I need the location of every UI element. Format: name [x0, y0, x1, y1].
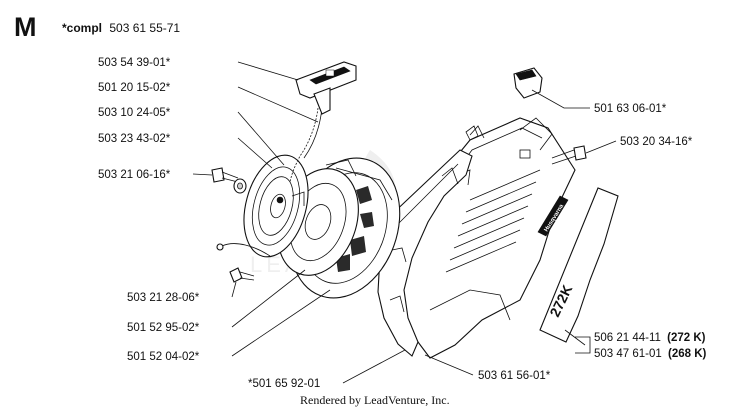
part-label-handle: 503 54 39-01* [98, 57, 171, 69]
part-label-cover-screw: 503 20 34-16* [620, 136, 693, 148]
handle-drawing [295, 61, 357, 115]
assembly-prefix: *compl [62, 21, 102, 35]
assembly-number: 503 61 55-71 [109, 21, 180, 35]
decal-label-268k: 503 47 61-01 (268 K) [594, 348, 707, 360]
part-label-center-screw: 503 21 06-16* [98, 169, 171, 181]
part-label-housing-gasket: *501 65 92-01 [248, 378, 320, 390]
center-screw-drawing [211, 167, 247, 194]
part-label-cord: 501 20 15-02* [98, 82, 171, 94]
cord-drawing [289, 107, 319, 183]
footer-credit: Rendered by LeadVenture, Inc. [300, 393, 450, 407]
leader-lines [192, 61, 617, 384]
part-label-pulley: 501 52 95-02* [127, 322, 200, 334]
decal-drawing: 272K [539, 187, 619, 343]
part-label-starter-cover: 503 61 56-01* [478, 370, 551, 382]
part-label-knob: 501 63 06-01* [594, 103, 667, 115]
knob-drawing [513, 67, 543, 99]
spring-housing-drawing [216, 154, 309, 258]
housing-gasket-drawing [377, 125, 479, 357]
section-letter: M [14, 12, 37, 42]
decal-label-272k: 506 21 44-11 (272 K) [594, 332, 706, 344]
part-label-fan-screw: 503 21 28-06* [127, 292, 200, 304]
fan-screw-drawing [229, 267, 255, 283]
cover-screw-drawing [551, 145, 587, 165]
part-label-spring-housing: 503 10 24-05* [98, 107, 171, 119]
svg-text:*compl 503 61 55-71: *compl 503 61 55-71 [62, 21, 180, 35]
part-label-cord-pulley: 503 23 43-02* [98, 133, 171, 145]
part-label-starter-pawl: 501 52 04-02* [127, 351, 200, 363]
